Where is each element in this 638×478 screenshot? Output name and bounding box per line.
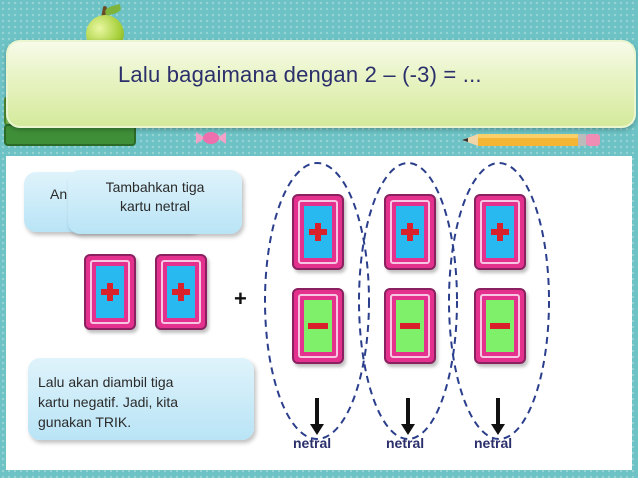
plus-icon xyxy=(401,223,419,241)
minus-icon xyxy=(490,323,510,329)
down-arrow-icon xyxy=(401,398,415,435)
neutral-group-ellipse-1 xyxy=(264,162,370,440)
note-line-3: gunakan TRIK. xyxy=(38,414,132,430)
netral-label-2: netral xyxy=(386,435,425,451)
card-inner-border xyxy=(298,200,338,264)
callout-note: Lalu akan diambil tiga kartu negatif. Ja… xyxy=(28,358,254,440)
card-inner-border xyxy=(480,200,520,264)
card-face xyxy=(167,266,195,318)
card-face xyxy=(396,206,424,258)
plus-icon xyxy=(309,223,327,241)
plus-icon xyxy=(491,223,509,241)
card-inner-border xyxy=(90,260,130,324)
callout-add-neutral: Tambahkan tiga kartu netral xyxy=(68,170,242,234)
slide-title: Lalu bagaimana dengan 2 – (-3) = ... xyxy=(118,62,482,87)
negative-card xyxy=(474,288,526,364)
neutral-group-ellipse-2 xyxy=(358,162,458,440)
down-arrow-icon xyxy=(310,398,324,435)
minus-icon xyxy=(400,323,420,329)
positive-card xyxy=(292,194,344,270)
card-inner-border xyxy=(390,200,430,264)
positive-card xyxy=(84,254,136,330)
positive-card xyxy=(155,254,207,330)
negative-card xyxy=(292,288,344,364)
card-inner-border xyxy=(480,294,520,358)
card-face xyxy=(486,300,514,352)
note-line-1: Lalu akan diambil tiga xyxy=(38,374,174,390)
card-face xyxy=(304,206,332,258)
plus-operator: + xyxy=(234,286,247,311)
down-arrow-icon xyxy=(491,398,505,435)
card-inner-border xyxy=(161,260,201,324)
netral-label-1: netral xyxy=(293,435,332,451)
card-face xyxy=(304,300,332,352)
positive-card xyxy=(384,194,436,270)
minus-icon xyxy=(308,323,328,329)
card-inner-border xyxy=(390,294,430,358)
note-line-2: kartu negatif. Jadi, kita xyxy=(38,394,179,410)
callout-front-line2: kartu netral xyxy=(119,198,191,214)
card-inner-border xyxy=(298,294,338,358)
card-face xyxy=(486,206,514,258)
neutral-group-ellipse-3 xyxy=(448,162,550,440)
pencil-icon xyxy=(462,134,600,146)
plus-icon xyxy=(172,283,190,301)
positive-card xyxy=(474,194,526,270)
card-face xyxy=(396,300,424,352)
candy-icon xyxy=(196,132,226,144)
plus-icon xyxy=(101,283,119,301)
callout-front-line1: Tambahkan tiga xyxy=(105,179,205,195)
negative-card xyxy=(384,288,436,364)
callout-back-text: An xyxy=(50,186,68,202)
title-banner xyxy=(6,40,636,128)
card-face xyxy=(96,266,124,318)
netral-label-3: netral xyxy=(474,435,513,451)
